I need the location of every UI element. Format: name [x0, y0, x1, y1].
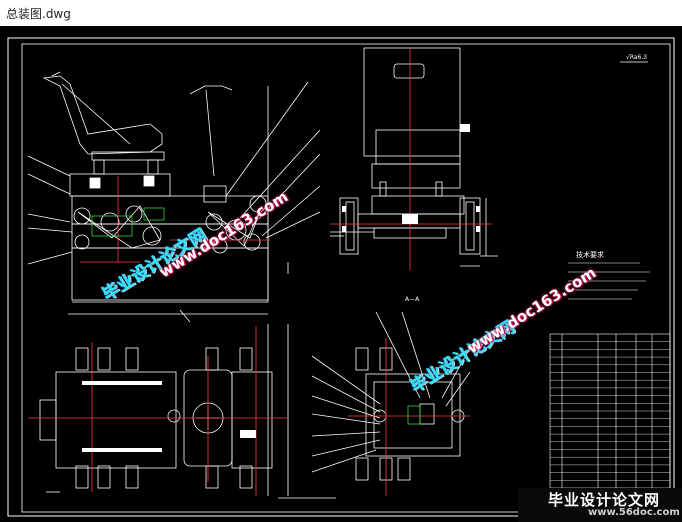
tech-requirements [568, 262, 650, 300]
plan-view [39, 309, 336, 499]
plan-view-fill [82, 381, 256, 452]
title-bar: 总装图.dwg [0, 0, 682, 26]
section-view-green [407, 405, 421, 425]
parts-table-rows [550, 341, 670, 481]
side-view [330, 47, 648, 267]
section-view-red [348, 338, 470, 496]
front-view-green [91, 207, 165, 237]
site-banner: 毕业设计论文网 www.56doc.com [518, 488, 682, 522]
roughness-symbol: √Ra6.3 [626, 54, 648, 61]
side-view-fill [342, 124, 480, 232]
front-view [27, 71, 321, 315]
window-title: 总装图.dwg [6, 7, 71, 21]
cad-drawing [7, 37, 675, 517]
tech-requirements-title: 技术要求 [576, 251, 604, 259]
banner-title: 毕业设计论文网 [548, 491, 661, 509]
plan-view-red [28, 326, 288, 496]
front-view-red [80, 176, 270, 263]
frame-inner [21, 43, 671, 513]
section-view [311, 311, 471, 481]
banner-url: www.56doc.com [588, 507, 680, 518]
section-label: A—A [405, 296, 420, 303]
drawing-canvas[interactable]: A—A 技术要求 √Ra6.3 毕业设计论文网 www.doc163.com 毕… [0, 26, 682, 522]
frame-outer [7, 37, 675, 517]
